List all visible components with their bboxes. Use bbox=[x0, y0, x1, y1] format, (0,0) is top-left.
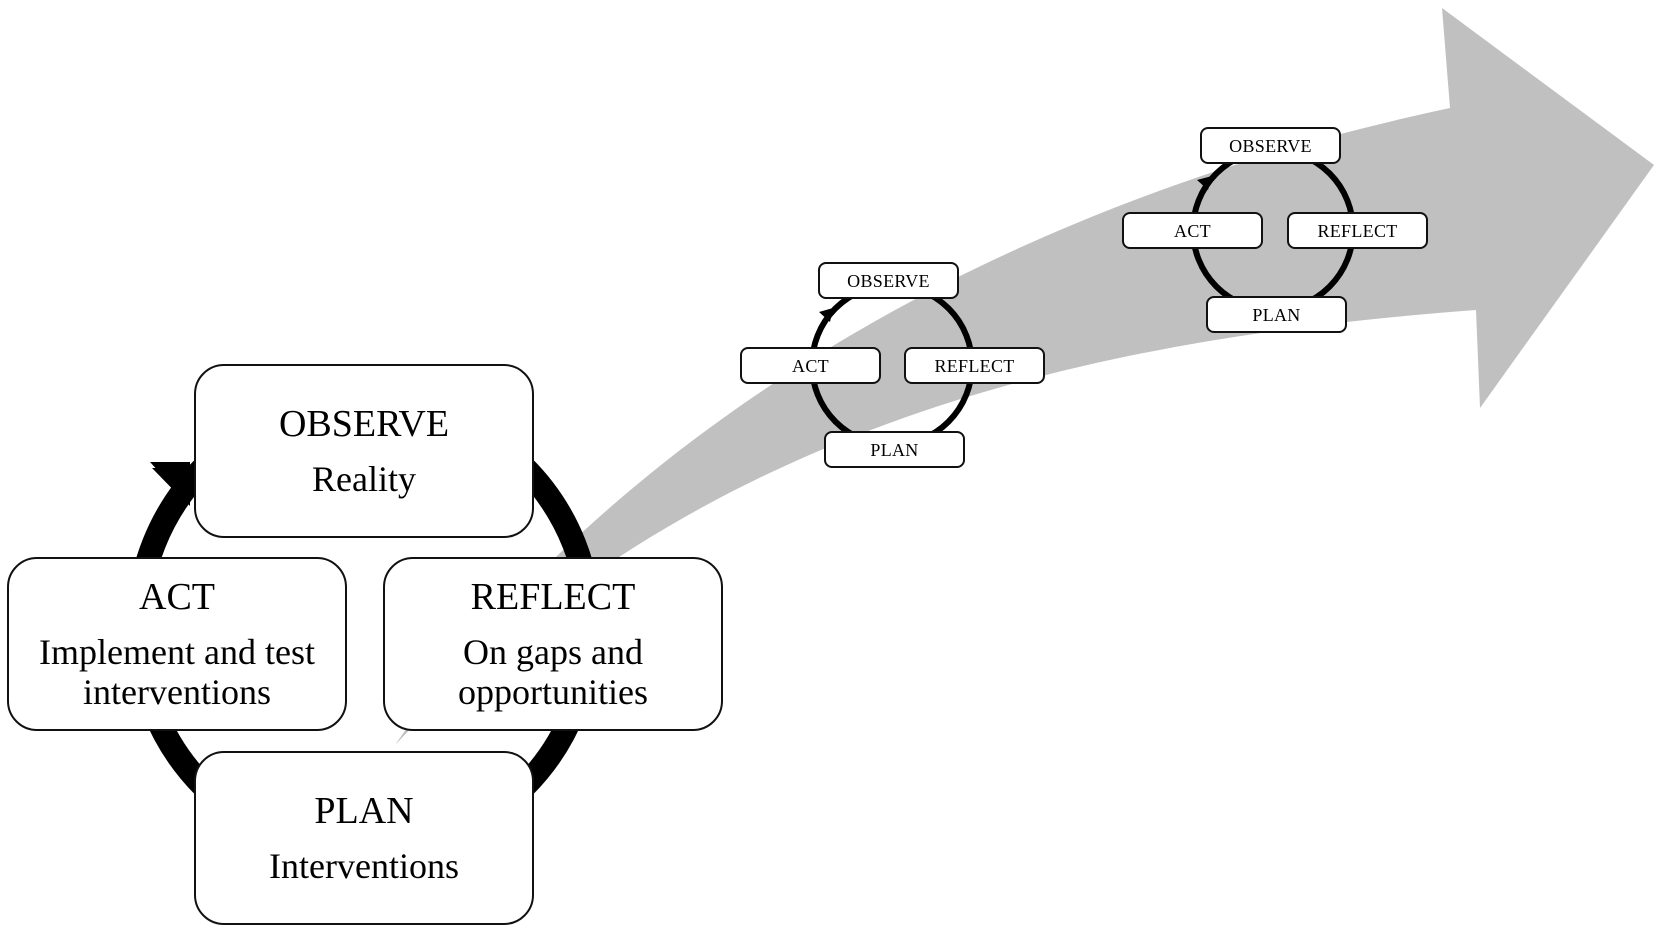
cycle-2-plan-box: PLAN bbox=[824, 431, 965, 468]
main-plan-box: PLAN Interventions bbox=[194, 751, 534, 925]
cycle-3-observe-box: OBSERVE bbox=[1200, 127, 1341, 164]
main-reflect-desc-line1: On gaps and bbox=[463, 632, 643, 672]
main-observe-desc: Reality bbox=[312, 459, 416, 499]
cycle-3-plan-box: PLAN bbox=[1206, 296, 1347, 333]
cycle-3-arrowhead bbox=[1197, 176, 1212, 190]
main-plan-desc: Interventions bbox=[269, 846, 459, 886]
cycle-2-observe-box: OBSERVE bbox=[818, 262, 959, 299]
main-reflect-box: REFLECT On gaps and opportunities bbox=[383, 557, 723, 731]
cycle-3-act-box: ACT bbox=[1122, 212, 1263, 249]
main-act-title: ACT bbox=[139, 576, 215, 618]
main-observe-box: OBSERVE Reality bbox=[194, 364, 534, 538]
main-act-desc-line2: interventions bbox=[83, 672, 271, 712]
main-reflect-title: REFLECT bbox=[470, 576, 636, 618]
main-act-box: ACT Implement and test interventions bbox=[7, 557, 347, 731]
main-reflect-desc: On gaps and opportunities bbox=[458, 632, 648, 712]
cycle-2-act-box: ACT bbox=[740, 347, 881, 384]
main-reflect-desc-line2: opportunities bbox=[458, 672, 648, 712]
main-plan-title: PLAN bbox=[314, 790, 414, 832]
cycle-2-arrowhead bbox=[819, 308, 833, 322]
cycle-2-reflect-box: REFLECT bbox=[904, 347, 1045, 384]
main-act-desc: Implement and test interventions bbox=[39, 632, 315, 712]
main-act-desc-line1: Implement and test bbox=[39, 632, 315, 672]
cycle-3-reflect-box: REFLECT bbox=[1287, 212, 1428, 249]
main-observe-title: OBSERVE bbox=[278, 403, 450, 445]
